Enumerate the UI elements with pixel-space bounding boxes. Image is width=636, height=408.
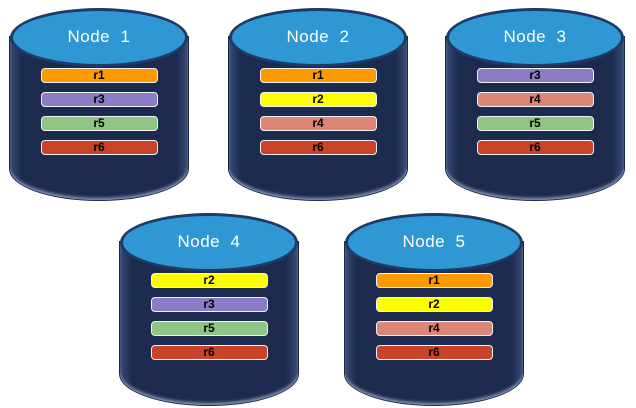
replica-bar: r1 (259, 68, 377, 83)
replica-bar: r6 (40, 140, 158, 155)
db-node: Node 4 r2 r3 r5 r6 (120, 213, 298, 405)
replica-bar: r1 (375, 273, 493, 288)
replica-label: r4 (312, 116, 324, 130)
cylinder-top: Node 5 (345, 213, 523, 272)
replica-label: r3 (203, 297, 215, 311)
cylinder-top: Node 3 (446, 8, 624, 67)
replica-bar: r2 (150, 273, 268, 288)
db-node: Node 5 r1 r2 r4 r6 (345, 213, 523, 405)
replica-bar: r5 (150, 321, 268, 336)
replica-list: r3 r4 r5 r6 (446, 67, 624, 155)
replica-list: r1 r3 r5 r6 (10, 67, 188, 155)
db-node: Node 1 r1 r3 r5 r6 (10, 8, 188, 200)
replica-label: r5 (203, 321, 215, 335)
replica-list: r2 r3 r5 r6 (120, 272, 298, 360)
replica-bar: r4 (476, 92, 594, 107)
replica-list: r1 r2 r4 r6 (345, 272, 523, 360)
replica-label: r5 (529, 116, 541, 130)
replica-label: r4 (529, 92, 541, 106)
replica-bar: r4 (259, 116, 377, 131)
replica-bar: r3 (476, 68, 594, 83)
replica-bar: r1 (40, 68, 158, 83)
db-node: Node 3 r3 r4 r5 r6 (446, 8, 624, 200)
replica-bar: r4 (375, 321, 493, 336)
db-node: Node 2 r1 r2 r4 r6 (229, 8, 407, 200)
replica-bar: r5 (476, 116, 594, 131)
node-title: Node 4 (177, 231, 241, 251)
replica-label: r6 (428, 345, 440, 359)
node-title: Node 5 (402, 231, 466, 251)
replica-bar: r6 (375, 345, 493, 360)
replica-bar: r2 (375, 297, 493, 312)
replica-bar: r3 (40, 92, 158, 107)
replica-bar: r2 (259, 92, 377, 107)
replica-label: r3 (93, 92, 105, 106)
replica-label: r5 (93, 116, 105, 130)
replica-label: r6 (312, 140, 324, 154)
replica-bar: r6 (150, 345, 268, 360)
replica-label: r2 (203, 273, 215, 287)
replica-label: r4 (428, 321, 440, 335)
replica-list: r1 r2 r4 r6 (229, 67, 407, 155)
cylinder-top: Node 2 (229, 8, 407, 67)
node-title: Node 3 (503, 26, 567, 46)
replica-label: r3 (529, 68, 541, 82)
replica-label: r6 (529, 140, 541, 154)
replica-label: r1 (93, 68, 105, 82)
replica-label: r6 (93, 140, 105, 154)
replica-label: r1 (428, 273, 440, 287)
cylinder-top: Node 4 (120, 213, 298, 272)
replica-label: r6 (203, 345, 215, 359)
replica-label: r1 (312, 68, 324, 82)
replica-bar: r5 (40, 116, 158, 131)
replica-bar: r6 (259, 140, 377, 155)
node-title: Node 1 (67, 26, 131, 46)
cylinder-top: Node 1 (10, 8, 188, 67)
replica-label: r2 (428, 297, 440, 311)
replica-bar: r3 (150, 297, 268, 312)
replica-label: r2 (312, 92, 324, 106)
replica-bar: r6 (476, 140, 594, 155)
node-title: Node 2 (286, 26, 350, 46)
